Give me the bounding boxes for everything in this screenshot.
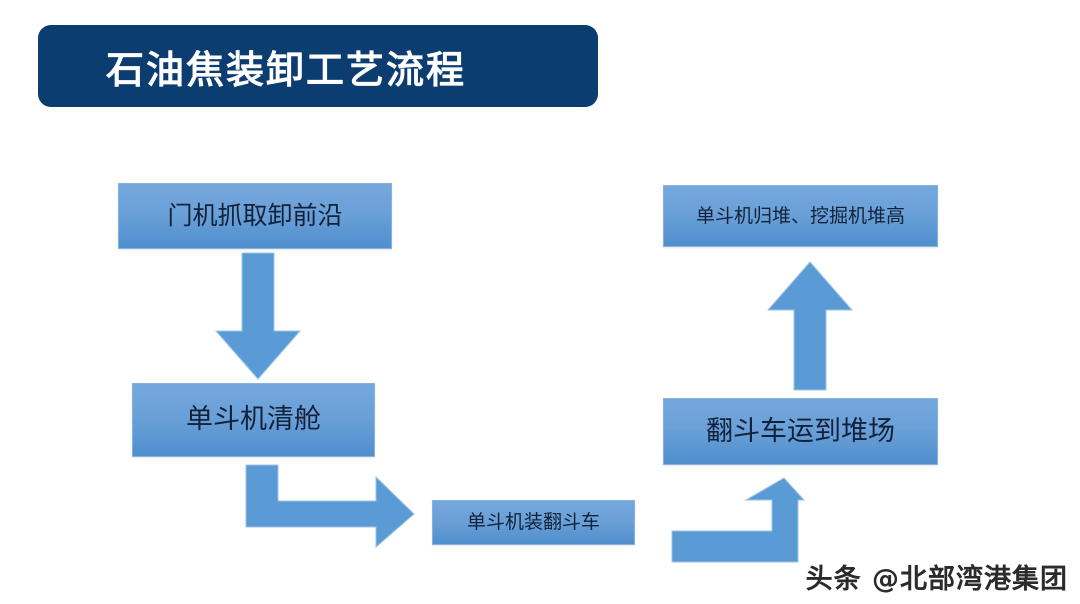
title-banner: 石油焦装卸工艺流程 bbox=[38, 25, 598, 107]
process-box-load[interactable]: 单斗机装翻斗车 bbox=[432, 500, 635, 545]
process-box-gantry-label: 门机抓取卸前沿 bbox=[167, 201, 343, 231]
process-box-clean[interactable]: 单斗机清舱 bbox=[132, 383, 375, 457]
process-box-clean-label: 单斗机清舱 bbox=[186, 404, 321, 436]
process-box-pile[interactable]: 单斗机归堆、挖掘机堆高 bbox=[663, 185, 938, 247]
process-box-haul-label: 翻斗车运到堆场 bbox=[706, 415, 895, 447]
arrow-up-icon bbox=[766, 261, 854, 391]
process-box-load-label: 单斗机装翻斗车 bbox=[466, 511, 600, 534]
arrow-elbow-right-up-icon bbox=[671, 477, 806, 563]
watermark-text: 头条 @北部湾港集团 bbox=[805, 564, 1068, 595]
arrow-down-icon bbox=[214, 252, 302, 380]
process-box-haul[interactable]: 翻斗车运到堆场 bbox=[663, 398, 938, 465]
page-title: 石油焦装卸工艺流程 bbox=[106, 46, 467, 92]
process-box-gantry[interactable]: 门机抓取卸前沿 bbox=[118, 183, 392, 249]
arrow-elbow-down-right-icon bbox=[245, 464, 415, 549]
process-box-pile-label: 单斗机归堆、挖掘机堆高 bbox=[695, 204, 905, 227]
